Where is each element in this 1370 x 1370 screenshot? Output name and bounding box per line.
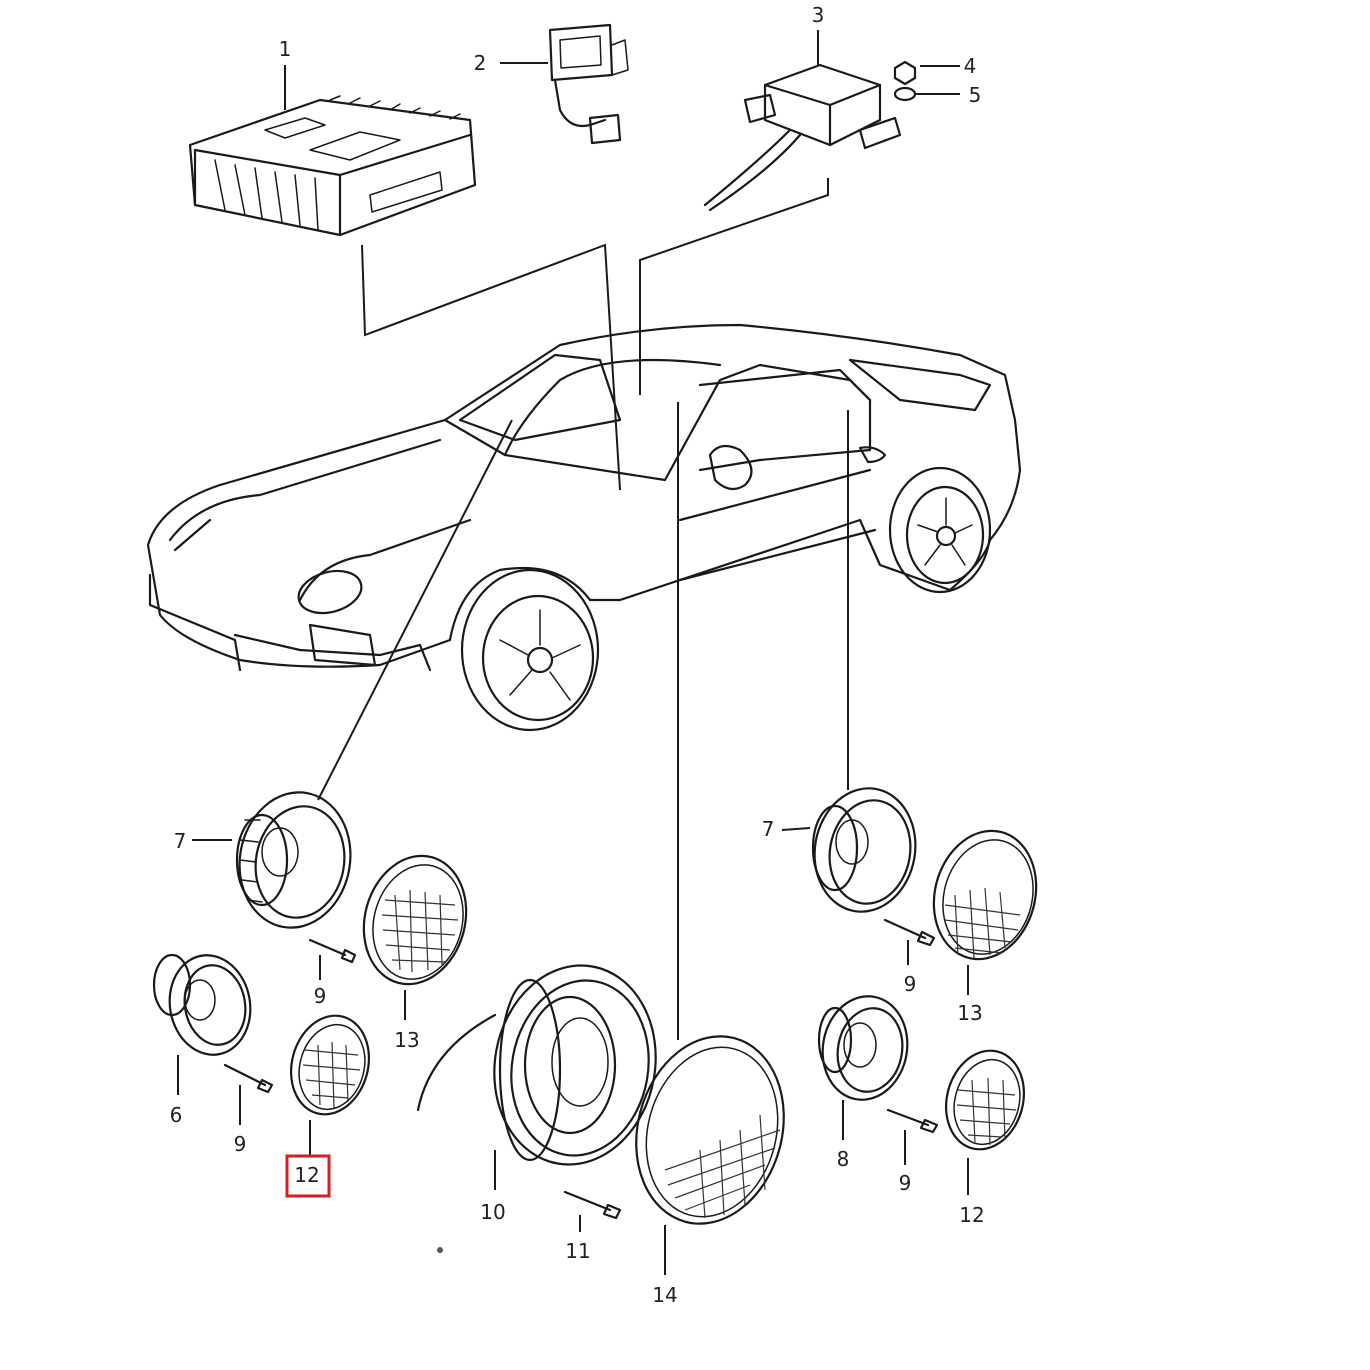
callout-13-right: 13 [957,1001,982,1025]
callout-7-right: 7 [762,817,775,841]
left-speaker-housing[interactable] [229,783,361,936]
callout-1: 1 [279,37,292,61]
callout-9-left-lower: 9 [234,1132,247,1156]
control-unit[interactable] [703,63,902,212]
car-body [146,323,1022,672]
highlight-callout-12 [285,1154,331,1198]
screw-left-lower[interactable] [223,1063,274,1094]
callout-9-right-upper: 9 [904,972,917,996]
callout-13-left: 13 [394,1028,419,1052]
right-speaker-grille-large[interactable] [920,819,1050,970]
callout-9-right-lower: 9 [899,1171,912,1195]
callout-9-left-upper: 9 [314,984,327,1008]
speaker-leaders [317,402,849,1040]
screw-center[interactable] [563,1190,622,1220]
callout-labels: 1 2 3 4 5 7 7 9 9 9 9 6 8 10 11 12 12 13… [170,3,985,1307]
left-speaker-grille-small[interactable] [280,1007,379,1123]
stray-dot [437,1247,443,1253]
callout-4: 4 [964,54,977,78]
radio-amplifier-unit[interactable] [188,95,477,237]
left-small-housing[interactable] [152,949,258,1061]
callout-6: 6 [170,1103,183,1127]
rear-wheel [888,466,992,594]
left-speaker-grille-large[interactable] [350,844,480,995]
callout-2: 2 [474,51,487,75]
callout-leaders [177,30,969,1275]
callout-10: 10 [480,1200,505,1224]
screw-right-lower[interactable] [886,1108,939,1134]
wiring-leaders [361,178,829,491]
screw-left-upper[interactable] [308,938,357,964]
front-wheel [460,568,600,732]
callout-14: 14 [652,1283,677,1307]
callout-3: 3 [812,3,825,27]
screw-right-upper[interactable] [883,918,936,947]
center-speaker[interactable] [416,953,671,1178]
right-speaker-housing[interactable] [805,780,925,919]
callout-5: 5 [969,83,982,107]
connector-relay[interactable] [548,23,629,145]
callout-11: 11 [565,1239,590,1263]
callout-7-left: 7 [174,829,187,853]
right-speaker-grille-small[interactable] [935,1042,1034,1158]
right-small-housing[interactable] [815,989,916,1106]
callout-12-right: 12 [959,1203,984,1227]
callout-8: 8 [837,1147,850,1171]
callout-12-left: 12 [294,1163,319,1187]
center-speaker-grille[interactable] [616,1020,804,1241]
nut-and-washer[interactable] [893,60,917,102]
